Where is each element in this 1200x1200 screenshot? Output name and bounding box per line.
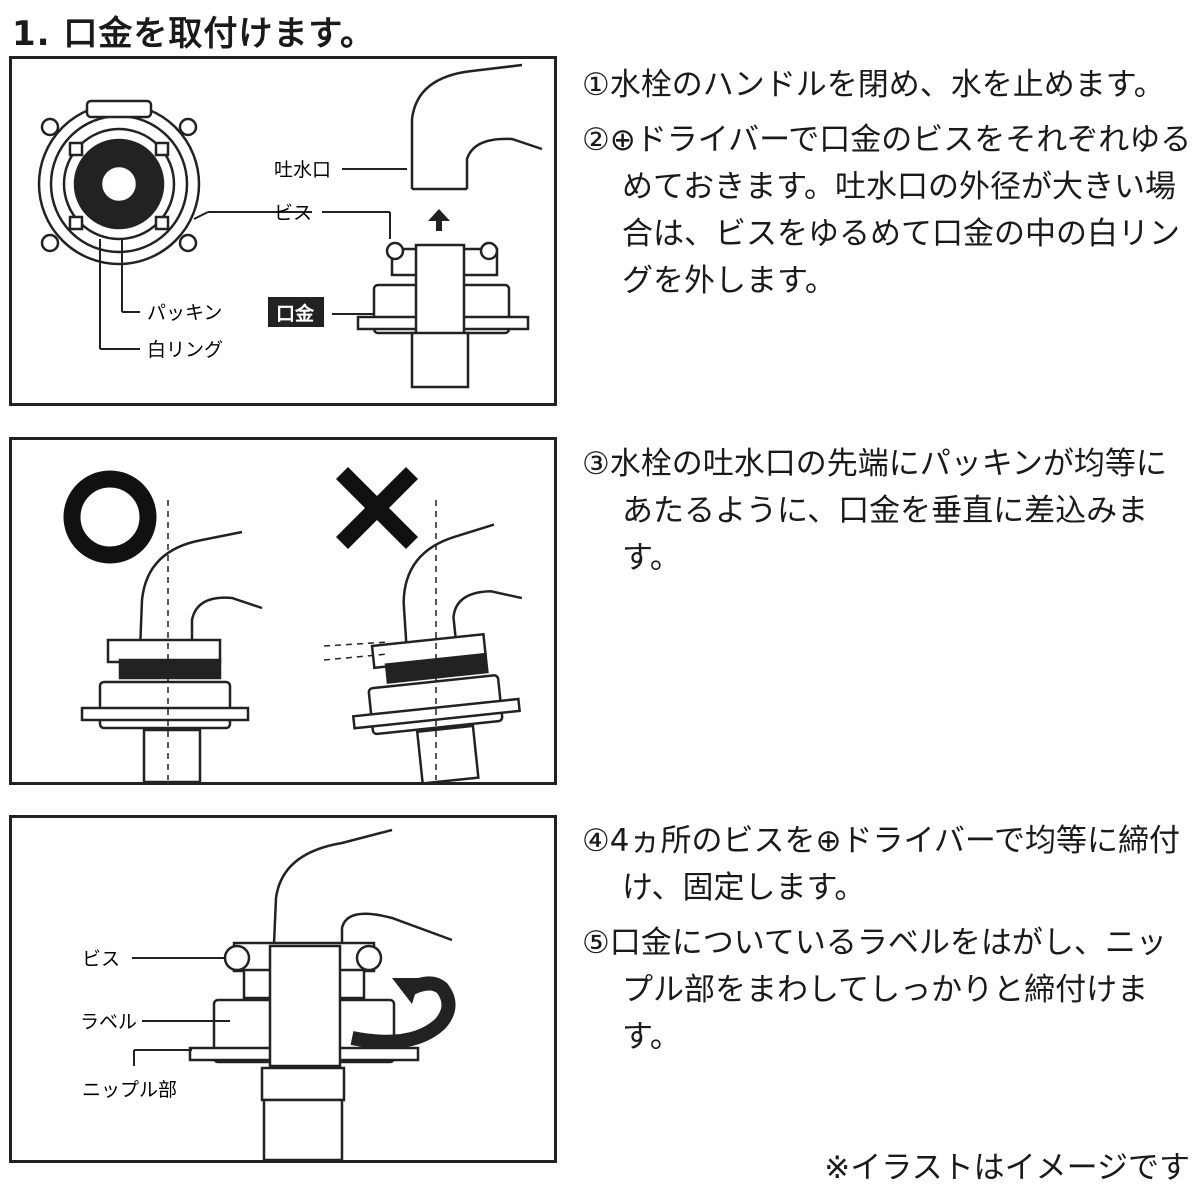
insertion-comparison-diagram	[63, 466, 523, 782]
illustration-panel-2	[9, 437, 557, 785]
illustration-note: ※イラストはイメージです	[824, 1150, 1190, 1186]
correct-fitting	[80, 530, 263, 782]
correct-mark-icon	[63, 470, 157, 564]
label-spout: 吐水口	[274, 159, 331, 181]
tightening-diagram: ビス ラベル ニップル部	[80, 828, 456, 1160]
label-packing: パッキン	[147, 302, 222, 324]
illustration-panel-1: パッキン 白リング 吐水口 ビス 口金	[9, 56, 557, 406]
rotation-arrow-icon	[350, 976, 456, 1049]
step-5: ⑤口金についているラベルをはがし、ニップル部をまわしてしっかりと締付けます。	[582, 925, 1167, 1055]
mounted-fitting	[188, 828, 453, 1160]
fitting-top-view	[37, 99, 201, 266]
up-arrow-icon	[428, 209, 450, 231]
fitting-side-view	[356, 241, 530, 389]
incorrect-mark-icon	[335, 466, 419, 550]
step-3: ③水栓の吐水口の先端にパッキンが均等にあたるように、口金を垂直に差込みます。	[582, 446, 1167, 576]
step-1: ①水栓のハンドルを閉め、水を止めます。	[582, 67, 1165, 103]
label-screw-3: ビス	[82, 948, 120, 970]
label-nipple: ニップル部	[82, 1079, 177, 1101]
faucet-spout	[410, 63, 543, 191]
label-fitting: 口金	[276, 302, 315, 325]
steps-group-2: ③水栓の吐水口の先端にパッキンが均等にあたるように、口金を垂直に差込みます。	[582, 441, 1197, 590]
section-heading: 1. 口金を取付けます。	[12, 14, 376, 54]
label-label: ラベル	[80, 1011, 137, 1033]
step-4: ④4ヵ所のビスを⊕ドライバーで均等に締付け、固定します。	[582, 823, 1181, 906]
fitting-parts-diagram: パッキン 白リング 吐水口 ビス 口金	[37, 63, 543, 389]
steps-group-3: ④4ヵ所のビスを⊕ドライバーで均等に締付け、固定します。 ⑤口金についているラベ…	[582, 818, 1197, 1069]
steps-group-1: ①水栓のハンドルを閉め、水を止めます。 ②⊕ドライバーで口金のビスをそれぞれゆる…	[582, 62, 1197, 313]
step-2: ②⊕ドライバーで口金のビスをそれぞれゆるめておきます。吐水口の外径が大きい場合は…	[582, 122, 1192, 299]
label-screw: ビス	[274, 202, 312, 224]
illustration-panel-3: ビス ラベル ニップル部	[9, 815, 557, 1163]
incorrect-fitting	[351, 523, 523, 782]
label-white-ring: 白リング	[147, 339, 223, 361]
fitting-label-box	[268, 297, 324, 327]
